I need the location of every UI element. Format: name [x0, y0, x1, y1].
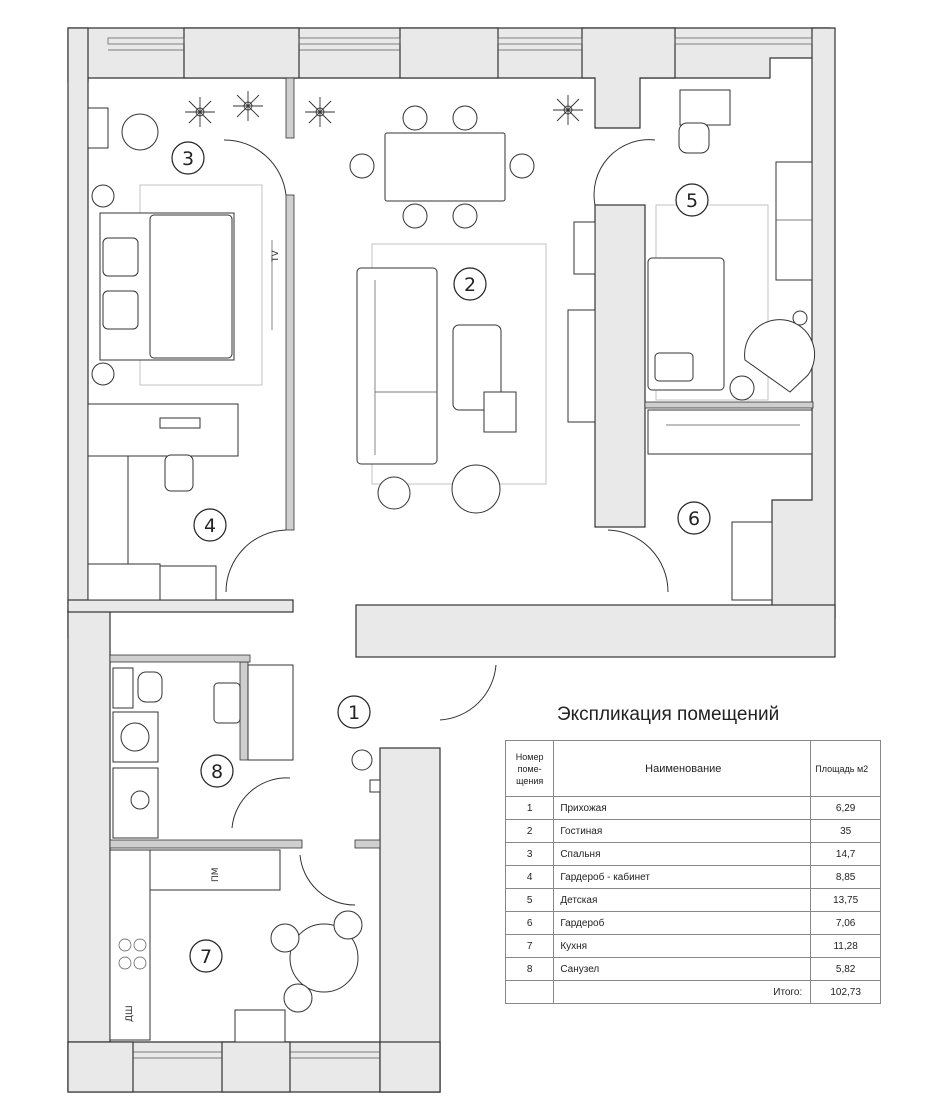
- room-marker-8: 8: [200, 754, 234, 788]
- room-schedule-header: Номер поме-щения Наименование Площадь м2: [504, 740, 881, 797]
- row-number: 8: [504, 957, 555, 981]
- row-number: 4: [504, 865, 555, 889]
- row-name: Гардероб - кабинет: [553, 865, 812, 889]
- table-row: 8 Санузел 5,82: [504, 957, 881, 981]
- room-schedule-title: Экспликация помещений: [557, 704, 780, 725]
- row-number: 3: [504, 842, 555, 866]
- row-area: 13,75: [810, 888, 881, 912]
- walls: [67, 27, 836, 1093]
- table-row: 4 Гардероб - кабинет 8,85: [504, 865, 881, 889]
- row-name: Гостиная: [553, 819, 812, 843]
- total-row: Итого: 102,73: [504, 980, 881, 1004]
- room-marker-2: 2: [453, 267, 487, 301]
- svg-text:4: 4: [204, 515, 216, 537]
- row-area: 7,06: [810, 911, 881, 935]
- row-name: Спальня: [553, 842, 812, 866]
- row-name: Прихожая: [553, 796, 812, 820]
- svg-text:7: 7: [200, 946, 212, 968]
- row-area: 35: [810, 819, 881, 843]
- table-row: 1 Прихожая 6,29: [504, 796, 881, 820]
- header-number: Номер поме-щения: [504, 740, 555, 797]
- row-area: 14,7: [810, 842, 881, 866]
- total-label: Итого:: [553, 980, 812, 1004]
- room-wardrobe: [647, 409, 813, 601]
- row-name: Детская: [553, 888, 812, 912]
- svg-text:5: 5: [686, 190, 698, 212]
- room-kitchen: [109, 849, 363, 1043]
- row-number: 7: [504, 934, 555, 958]
- washer-label: ПМ: [211, 867, 221, 882]
- room-schedule-table: Номер поме-щения Наименование Площадь м2…: [504, 740, 881, 1004]
- svg-text:1: 1: [348, 702, 360, 724]
- plants: [185, 91, 583, 127]
- row-area: 8,85: [810, 865, 881, 889]
- room-marker-6: 6: [677, 501, 711, 535]
- table-row: 3 Спальня 14,7: [504, 842, 881, 866]
- total-value: 102,73: [810, 980, 881, 1004]
- room-bathroom: [112, 664, 294, 839]
- room-office: [87, 454, 217, 601]
- tv-label: TV: [271, 250, 281, 263]
- svg-text:6: 6: [688, 508, 700, 530]
- row-number: 1: [504, 796, 555, 820]
- room-bedroom: [87, 107, 273, 457]
- header-area: Площадь м2: [810, 740, 881, 797]
- svg-text:8: 8: [211, 761, 223, 783]
- row-area: 11,28: [810, 934, 881, 958]
- room-marker-3: 3: [171, 141, 205, 175]
- table-row: 7 Кухня 11,28: [504, 934, 881, 958]
- table-row: 2 Гостиная 35: [504, 819, 881, 843]
- row-number: 5: [504, 888, 555, 912]
- row-name: Кухня: [553, 934, 812, 958]
- row-name: Санузел: [553, 957, 812, 981]
- room-marker-5: 5: [675, 183, 709, 217]
- row-number: 2: [504, 819, 555, 843]
- svg-text:3: 3: [182, 148, 194, 170]
- svg-text:2: 2: [464, 274, 476, 296]
- row-area: 5,82: [810, 957, 881, 981]
- windows: [107, 37, 813, 1059]
- room-child: [647, 89, 816, 401]
- dishwasher-label: ДШ: [125, 1005, 135, 1022]
- header-name: Наименование: [553, 740, 812, 797]
- room-marker-1: 1: [337, 695, 371, 729]
- room-marker-4: 4: [193, 508, 227, 542]
- row-number: 6: [504, 911, 555, 935]
- table-row: 6 Гардероб 7,06: [504, 911, 881, 935]
- row-name: Гардероб: [553, 911, 812, 935]
- row-area: 6,29: [810, 796, 881, 820]
- room-living: [349, 105, 596, 514]
- table-row: 5 Детская 13,75: [504, 888, 881, 912]
- room-hall: [351, 749, 381, 793]
- total-spacer: [504, 980, 555, 1004]
- room-marker-7: 7: [189, 939, 223, 973]
- doors: [223, 139, 669, 906]
